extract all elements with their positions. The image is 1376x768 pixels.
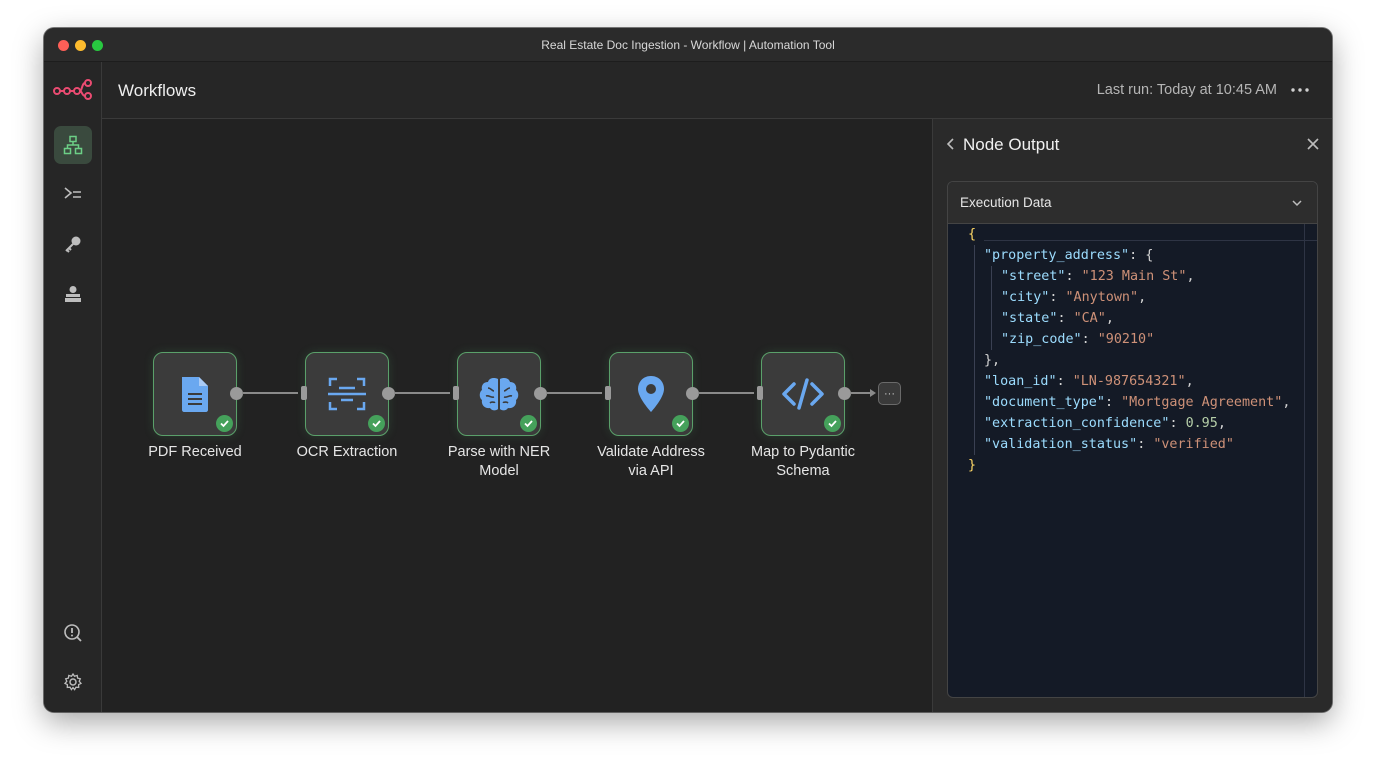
output-port[interactable] <box>230 387 243 400</box>
node-label: OCR Extraction <box>296 444 398 460</box>
sidebar <box>44 62 102 712</box>
key-icon <box>65 236 81 253</box>
input-port[interactable] <box>757 386 763 400</box>
success-check-icon <box>368 415 385 432</box>
output-port[interactable] <box>534 387 547 400</box>
json-line: "state": "CA", <box>1001 311 1114 326</box>
zoom-window-button[interactable] <box>92 40 103 51</box>
brain-icon <box>479 378 519 411</box>
top-bar: Workflows Last run: Today at 10:45 AM <box>102 62 1332 119</box>
node-label: Map to Pydantic Schema <box>751 444 855 479</box>
execution-data-dropdown[interactable]: Execution Data <box>948 182 1317 224</box>
json-line: "city": "Anytown", <box>1001 290 1147 305</box>
output-port[interactable] <box>838 387 851 400</box>
output-port[interactable] <box>686 387 699 400</box>
scrollbar[interactable] <box>1304 224 1305 697</box>
workflow-icon <box>63 135 83 155</box>
app-logo-icon[interactable] <box>53 78 93 100</box>
input-port[interactable] <box>605 386 611 400</box>
gear-icon <box>63 672 83 691</box>
json-line: }, <box>984 353 1001 368</box>
success-check-icon <box>520 415 537 432</box>
success-check-icon <box>672 415 689 432</box>
user-desk-icon <box>65 286 81 302</box>
success-check-icon <box>824 415 841 432</box>
json-line: "document_type": "Mortgage Agreement", <box>984 395 1291 410</box>
connection-line <box>546 392 602 394</box>
workflow-node[interactable] <box>761 352 845 436</box>
sidebar-item-workflows[interactable] <box>54 126 92 164</box>
page-title: Workflows <box>118 81 197 100</box>
sidebar-item-credentials[interactable] <box>54 225 92 263</box>
connection-line <box>394 392 450 394</box>
execution-data-label: Execution Data <box>960 195 1052 210</box>
json-line: "zip_code": "90210" <box>1001 332 1155 347</box>
add-node-button[interactable]: ··· <box>878 382 901 405</box>
info-search-icon <box>64 624 82 642</box>
last-run-status: Last run: Today at 10:45 AM <box>1096 82 1277 98</box>
output-port[interactable] <box>382 387 395 400</box>
scan-icon <box>328 377 366 411</box>
json-line: "validation_status": "verified" <box>984 437 1234 452</box>
json-line: "loan_id": "LN-987654321", <box>984 374 1194 389</box>
workflow-node[interactable] <box>305 352 389 436</box>
title-bar: Real Estate Doc Ingestion - Workflow | A… <box>44 28 1332 62</box>
json-line: "property_address": { <box>984 248 1154 263</box>
workflow-canvas[interactable]: PDF Received OCR Extraction Pars <box>102 119 932 712</box>
sidebar-item-help[interactable] <box>54 614 92 652</box>
close-icon[interactable] <box>1306 137 1320 151</box>
terminal-icon <box>64 187 81 199</box>
minimize-window-button[interactable] <box>75 40 86 51</box>
code-icon <box>782 378 824 410</box>
connection-line <box>242 392 298 394</box>
sidebar-item-executions[interactable] <box>54 175 92 213</box>
node-label: Parse with NER Model <box>447 444 551 479</box>
node-label: Validate Address via API <box>597 444 705 479</box>
execution-data-box: Execution Data { "property_address": { "… <box>947 181 1318 698</box>
panel-title: Node Output <box>963 135 1060 154</box>
node-label: PDF Received <box>148 444 242 460</box>
json-line: { <box>968 227 977 242</box>
chevron-left-icon[interactable] <box>945 137 957 151</box>
json-line: "extraction_confidence": 0.95, <box>984 416 1226 431</box>
input-port[interactable] <box>301 386 307 400</box>
json-line: } <box>968 458 977 473</box>
workflow-node[interactable] <box>609 352 693 436</box>
success-check-icon <box>216 415 233 432</box>
connection-line <box>850 392 870 394</box>
json-output-viewer[interactable]: { "property_address": { "street": "123 M… <box>948 224 1317 697</box>
document-icon <box>182 377 208 412</box>
window-title: Real Estate Doc Ingestion - Workflow | A… <box>541 38 835 52</box>
close-window-button[interactable] <box>58 40 69 51</box>
sidebar-item-settings[interactable] <box>54 663 92 701</box>
connection-arrow-icon <box>870 389 876 397</box>
json-line: "street": "123 Main St", <box>1001 269 1195 284</box>
app-window: Real Estate Doc Ingestion - Workflow | A… <box>44 28 1332 712</box>
connection-line <box>698 392 754 394</box>
input-port[interactable] <box>453 386 459 400</box>
workflow-node[interactable] <box>153 352 237 436</box>
more-options-icon[interactable] <box>1288 82 1312 98</box>
chevron-down-icon <box>1292 200 1302 207</box>
workflow-node[interactable] <box>457 352 541 436</box>
sidebar-item-users[interactable] <box>54 275 92 313</box>
location-pin-icon <box>638 376 664 412</box>
node-output-panel: Node Output Execution Data { "property_a… <box>932 119 1332 712</box>
